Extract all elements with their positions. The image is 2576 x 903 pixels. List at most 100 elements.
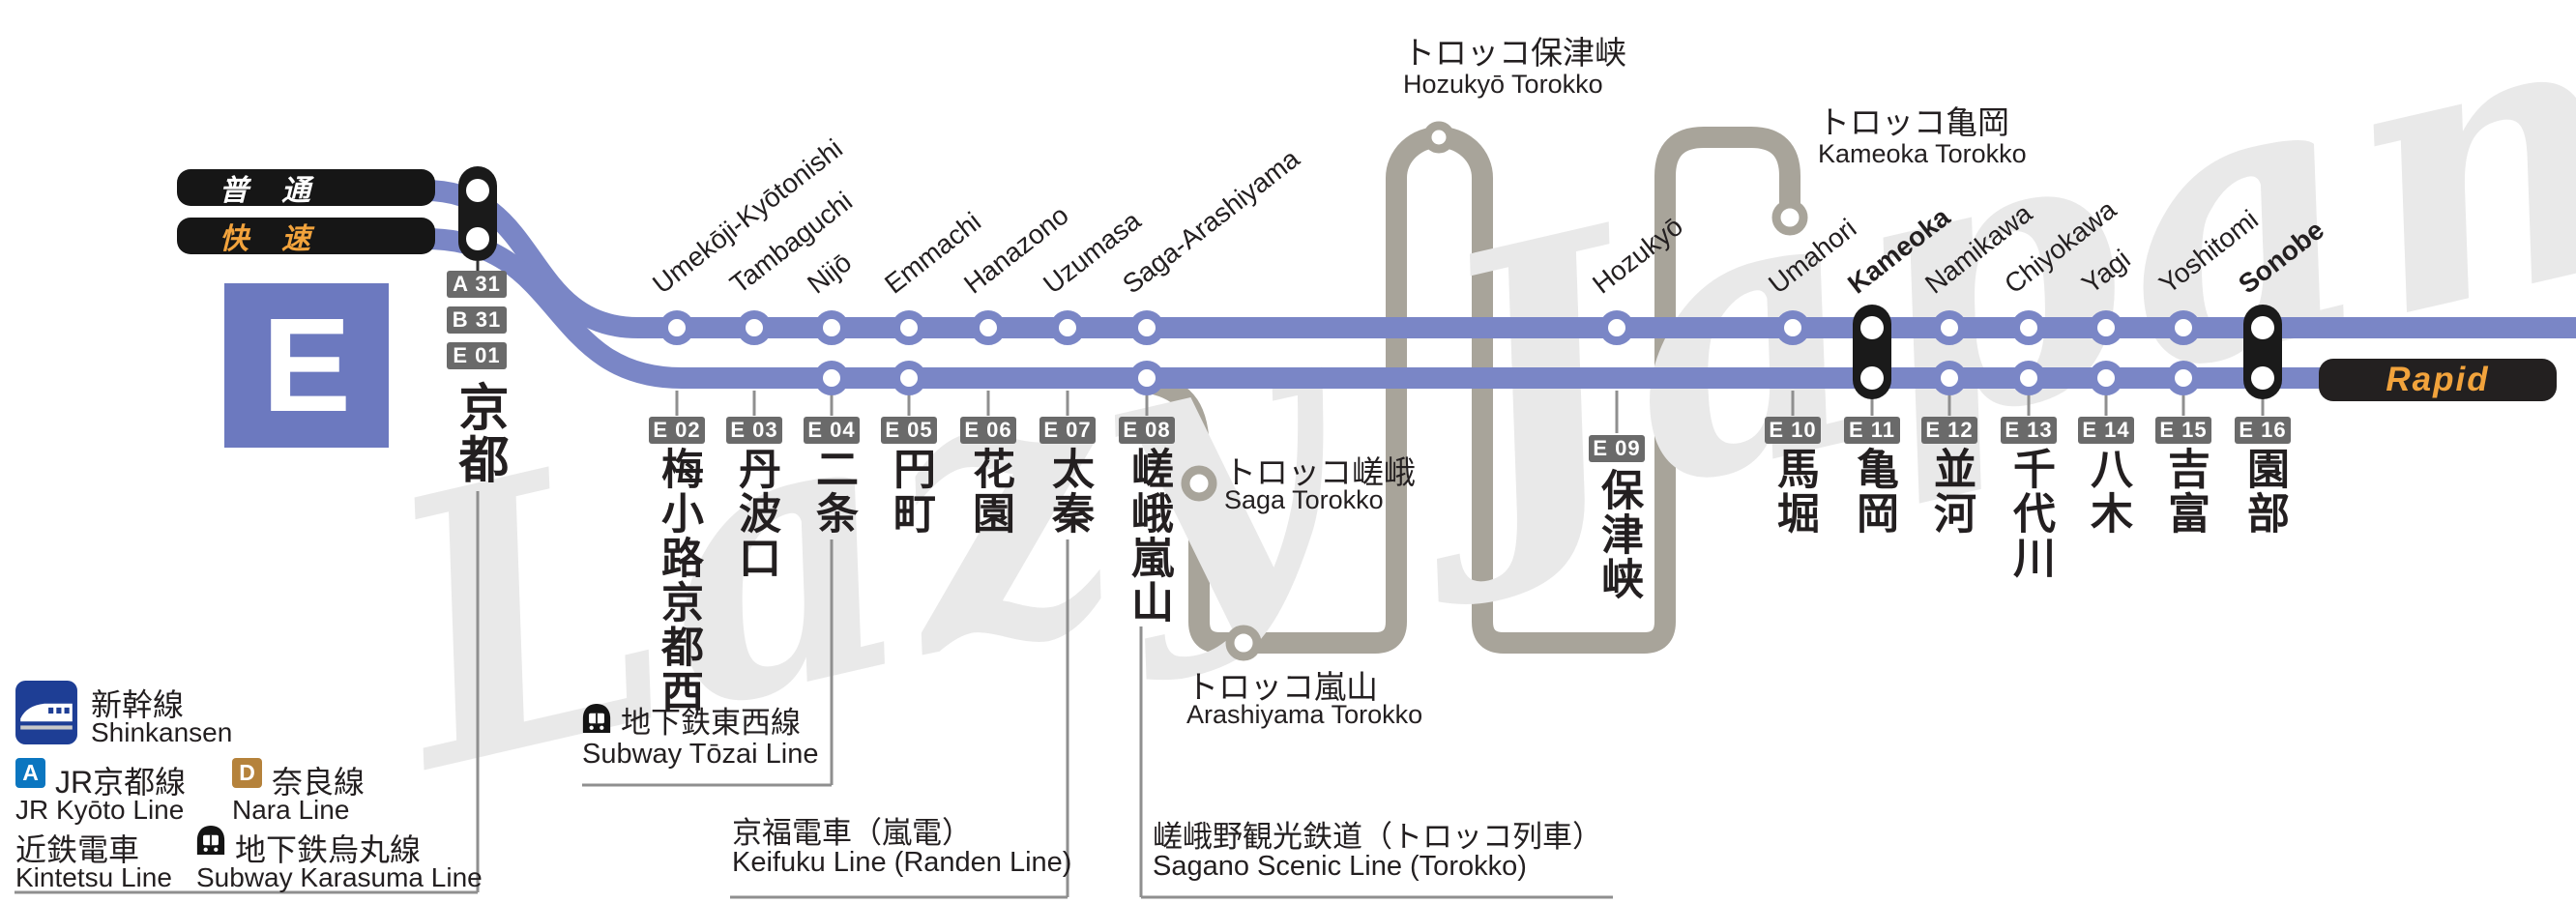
legend-shinkansen-ja: 新幹線 (91, 687, 185, 722)
shinkansen-icon (15, 681, 77, 744)
station-name-ja: 二条 (809, 447, 857, 536)
torokko-station-ja: トロッコ亀岡 (1818, 104, 2009, 140)
local-stop-circle (814, 310, 849, 345)
sagano-note-en: Sagano Scenic Line (Torokko) (1153, 851, 1527, 882)
torokko-line-path (1139, 127, 1800, 654)
station-name-ja: 円町 (887, 447, 934, 536)
legend-nara-ja: 奈良線 (272, 765, 366, 800)
rapid-terminus-badge: Rapid (2319, 359, 2557, 401)
station-name-ja: 花園 (966, 447, 1013, 536)
local-stop-circle (659, 310, 694, 345)
station-name-ja: 八木 (2084, 447, 2131, 536)
station-code-badge: E 06 (960, 417, 1016, 444)
legend-jr-kyoto-ja: JR京都線 (55, 765, 187, 800)
local-stop-circle (2166, 310, 2201, 345)
interchange-marker (1853, 305, 1891, 399)
keifuku-note-en: Keifuku Line (Randen Line) (732, 847, 1072, 878)
station-code-badge: E 11 (1844, 417, 1900, 444)
legend-jr-kyoto-en: JR Kyōto Line (15, 795, 185, 825)
tozai-note-ja: 地下鉄東西線 (621, 706, 801, 740)
station-name-ja: 太秦 (1045, 447, 1093, 536)
station-name-ja: 吉富 (2161, 447, 2209, 536)
station-name-ja: 園部 (2240, 447, 2288, 536)
torokko-station-ja: トロッコ保津峡 (1403, 35, 1626, 71)
rapid-stop-circle (1932, 361, 1967, 395)
local-stop-circle (2089, 310, 2123, 345)
station-name-en: Yagi (2076, 243, 2136, 300)
legend-kintetsu-en: Kintetsu Line (15, 862, 172, 892)
local-service-label: 普 通 (220, 175, 312, 207)
station-name-ja: 丹波口 (732, 447, 779, 580)
keifuku-note-ja: 京福電車（嵐電） (732, 816, 972, 850)
station-code-badge: E 03 (726, 417, 782, 444)
torokko-station-ja: トロッコ嵐山 (1186, 669, 1378, 705)
legend-jr-kyoto-badge: A (15, 758, 45, 788)
station-markers (659, 305, 2282, 399)
legend-shinkansen-en: Shinkansen (91, 717, 233, 747)
tozai-note-en: Subway Tōzai Line (582, 739, 819, 770)
station-name-ja: 梅小路京都西 (655, 447, 702, 714)
station-name-ja: 亀岡 (1850, 447, 1897, 536)
station-code-badge: E 10 (1765, 417, 1821, 444)
station-code-badge: E 05 (881, 417, 937, 444)
station-name-en: Saga-Arashiyama (1117, 143, 1305, 300)
station-name-en: Umahori (1763, 213, 1862, 300)
rapid-stop-circle (1129, 361, 1164, 395)
rapid-stop-circle (814, 361, 849, 395)
station-code-badge: E 07 (1039, 417, 1096, 444)
local-service-badge: 普 通 (177, 169, 435, 207)
station-code-badge: E 14 (2078, 417, 2134, 444)
torokko-station-markers (1181, 121, 1808, 661)
station-code-badge: E 16 (2235, 417, 2291, 444)
torokko-station-ja: トロッコ嵯峨 (1224, 454, 1416, 490)
local-stop-circle (1129, 310, 1164, 345)
station-code-badge: E 15 (2155, 417, 2211, 444)
station-name-ja: 馬堀 (1771, 447, 1818, 536)
torokko-station-en: Saga Torokko (1224, 485, 1384, 514)
local-stop-circle (1775, 310, 1810, 345)
torokko-station-en: Arashiyama Torokko (1186, 700, 1423, 729)
local-stop-circle (892, 310, 926, 345)
interchange-marker (2243, 305, 2282, 399)
legend-karasuma-ja: 地下鉄烏丸線 (235, 832, 422, 867)
local-stop-circle (1599, 310, 1634, 345)
station-code-badge: E 12 (1921, 417, 1977, 444)
legend-nara-badge: D (232, 758, 262, 788)
rapid-stop-circle (2166, 361, 2201, 395)
torokko-stop-circle (1771, 199, 1808, 236)
kyoto-interchange-marker (458, 166, 497, 261)
local-stop-circle (2011, 310, 2046, 345)
rapid-service-badge: 快 速 (177, 218, 435, 255)
torokko-station-en: Kameoka Torokko (1818, 139, 2027, 168)
torokko-stop-circle (1181, 465, 1217, 502)
kyoto-station-name: 京都 (451, 381, 507, 485)
local-stop-circle (737, 310, 772, 345)
legend-nara-en: Nara Line (232, 795, 350, 825)
kyoto-code-b31: B 31 (447, 306, 507, 334)
station-code-badge: E 09 (1589, 435, 1645, 462)
rapid-stop-circle (2011, 361, 2046, 395)
rapid-stop-circle (892, 361, 926, 395)
station-code-badge: E 02 (649, 417, 705, 444)
subway-icon (582, 702, 611, 735)
station-code-badge: E 08 (1119, 417, 1175, 444)
station-name-ja: 保津峡 (1595, 468, 1642, 601)
local-stop-circle (971, 310, 1006, 345)
station-name-ja: 並河 (1927, 447, 1975, 536)
station-code-badge: E 04 (804, 417, 860, 444)
torokko-stop-circle (1422, 121, 1455, 154)
station-code-badge: E 13 (2001, 417, 2057, 444)
local-stop-circle (1932, 310, 1967, 345)
torokko-station-en: Hozukyō Torokko (1403, 70, 1603, 99)
torokko-stop-circle (1225, 625, 1262, 661)
sagano-note-ja: 嵯峨野観光鉄道（トロッコ列車） (1153, 820, 1602, 854)
rapid-service-label: 快 速 (220, 223, 312, 255)
kyoto-code-a31: A 31 (447, 271, 507, 298)
legend-karasuma-en: Subway Karasuma Line (196, 862, 483, 892)
legend-kintetsu-ja: 近鉄電車 (15, 832, 140, 867)
line-symbol-letter: E (261, 290, 352, 440)
local-stop-circle (1050, 310, 1085, 345)
